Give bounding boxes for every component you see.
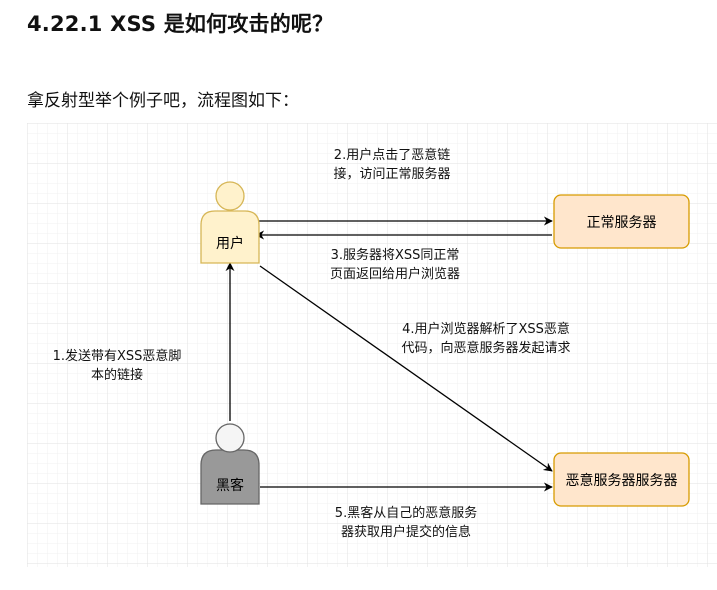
hacker-head	[215, 423, 245, 453]
step1-label-line2: 本的链接	[91, 367, 143, 383]
step2-label-line2: 接，访问正常服务器	[333, 166, 450, 182]
user-head	[215, 181, 245, 211]
normal-server-label: 正常服务器	[587, 215, 657, 231]
normal-server-node: 正常服务器	[553, 194, 690, 249]
step3-label-line1: 3.服务器将XSS同正常	[331, 247, 460, 263]
step4-label-line1: 4.用户浏览器解析了XSS恶意	[402, 321, 570, 337]
malicious-server-box	[553, 452, 690, 507]
step4-label-line2: 代码，向恶意服务器发起请求	[401, 340, 570, 356]
section-heading: 4.22.1 XSS 是如何攻击的呢？	[27, 12, 334, 36]
user-body	[200, 210, 260, 264]
malicious-server-node: 恶意服务器服务器	[553, 452, 690, 507]
user-label: 用户	[216, 235, 244, 252]
step1-label-line1: 1.发送带有XSS恶意脚	[53, 348, 182, 364]
step5-label-line2: 器获取用户提交的信息	[341, 524, 471, 540]
step3-label-line2: 页面返回给用户浏览器	[330, 266, 460, 282]
flow-diagram: 用户 黑客 正常服务器 恶意服务器服务器 2.用户点击了恶意链 接，访问	[27, 123, 717, 567]
user-actor: 用户	[200, 181, 260, 264]
normal-server-box	[553, 194, 690, 249]
hacker-body	[200, 449, 260, 505]
intro-text: 拿反射型举个例子吧，流程图如下：	[27, 91, 299, 111]
step2-label-line1: 2.用户点击了恶意链	[334, 147, 450, 163]
diagram-svg: 用户 黑客 正常服务器 恶意服务器服务器 2.用户点击了恶意链 接，访问	[27, 123, 717, 567]
hacker-label: 黑客	[216, 477, 244, 494]
arrow-user-to-malicious-server	[259, 265, 553, 472]
step5-label-line1: 5.黑客从自己的恶意服务	[335, 505, 477, 521]
hacker-actor: 黑客	[200, 423, 260, 505]
malicious-server-label: 恶意服务器服务器	[566, 472, 678, 489]
